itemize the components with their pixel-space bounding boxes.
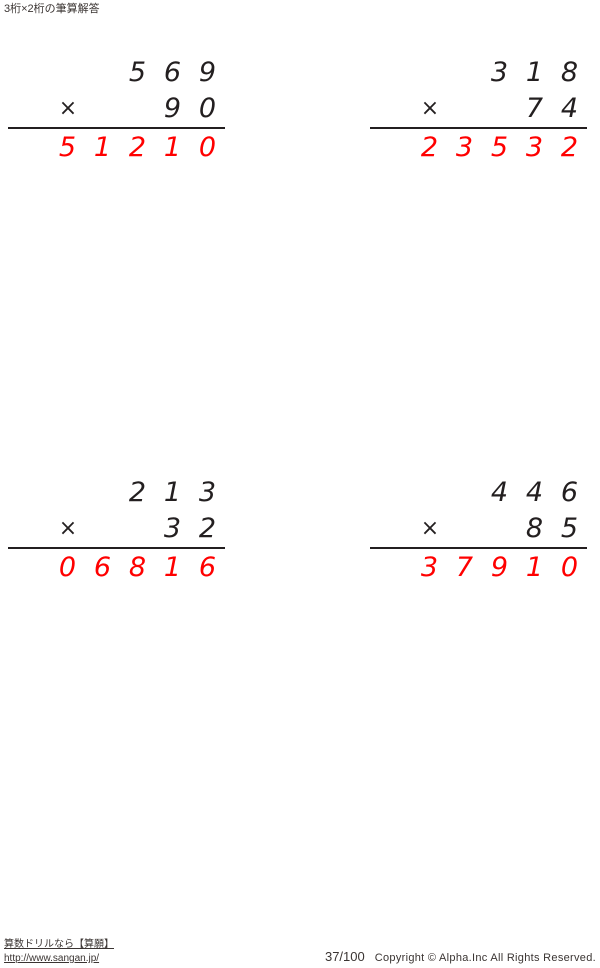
spacer-digit: 0	[447, 475, 482, 511]
multiplicand-row-1: 0 0 5 6 9	[8, 55, 225, 91]
problem-cell-2: 0 0 3 1 8 0 0 0 7 4 × 2 3 5	[300, 55, 600, 170]
multiplier-digit: 8	[525, 513, 544, 544]
answer-digit: 2	[128, 132, 147, 163]
answer-digit: 8	[128, 552, 147, 583]
multiplication-operator-icon: ×	[58, 96, 78, 121]
multiplication-operator-icon: ×	[58, 516, 78, 541]
spacer-digit: 0	[482, 511, 517, 547]
answer-digit: 3	[455, 132, 474, 163]
answer-digit: 7	[455, 552, 474, 583]
answer-row-2: 2 3 5 3 2	[370, 131, 587, 165]
calculation-rule-line	[370, 547, 587, 549]
multiplier-row-2: 0 0 0 7 4	[370, 91, 587, 127]
answer-digit: 0	[198, 132, 217, 163]
answer-digit: 1	[163, 552, 182, 583]
spacer-digit: 0	[85, 511, 120, 547]
answer-row-3: 0 6 8 1 6	[8, 551, 225, 585]
problem-cell-4: 0 0 4 4 6 0 0 0 8 5 × 3 7 9	[300, 475, 600, 590]
multiplier-digit: 5	[560, 513, 579, 544]
answer-row-4: 3 7 9 1 0	[370, 551, 587, 585]
answer-digit: 1	[163, 132, 182, 163]
spacer-digit: 0	[50, 55, 85, 91]
multiplicand-digit: 9	[198, 57, 217, 88]
spacer-digit: 0	[412, 475, 447, 511]
multiplier-digit: 0	[198, 93, 217, 124]
spacer-digit: 0	[85, 55, 120, 91]
spacer-digit: 0	[412, 55, 447, 91]
multiplier-digit: 2	[198, 513, 217, 544]
multiplier-digit: 7	[525, 93, 544, 124]
page-footer: 算数ドリルなら【算願】 http://www.sangan.jp/ 37/100…	[0, 934, 600, 968]
multiplicand-row-2: 0 0 3 1 8	[370, 55, 587, 91]
problem-row: 0 0 5 6 9 0 0 0 9 0 × 5 1 2	[0, 55, 600, 170]
page-title: 3桁×2桁の筆算解答	[4, 3, 100, 15]
answer-digit: 0	[560, 552, 579, 583]
multiplicand-digit: 6	[560, 477, 579, 508]
problem-cell-3: 0 0 2 1 3 0 0 0 3 2 × 0 6 8	[0, 475, 300, 590]
multiplier-row-3: 0 0 0 3 2	[8, 511, 225, 547]
spacer-digit: 0	[50, 475, 85, 511]
multiplier-row-1: 0 0 0 9 0	[8, 91, 225, 127]
row-spacer	[0, 170, 600, 475]
spacer-digit: 0	[447, 511, 482, 547]
answer-digit: 6	[93, 552, 112, 583]
spacer-digit: 0	[58, 552, 77, 583]
spacer-digit: 0	[85, 475, 120, 511]
multiplier-digit: 4	[560, 93, 579, 124]
footer-branding: 算数ドリルなら【算願】 http://www.sangan.jp/	[4, 938, 114, 966]
multiplicand-digit: 3	[490, 57, 509, 88]
copyright-notice: Copyright © Alpha.Inc All Rights Reserve…	[374, 952, 596, 964]
multiplicand-digit: 3	[198, 477, 217, 508]
spacer-digit: 0	[447, 91, 482, 127]
multiplicand-digit: 5	[128, 57, 147, 88]
calculation-rule-line	[8, 547, 225, 549]
spacer-digit: 0	[120, 511, 155, 547]
answer-digit: 9	[490, 552, 509, 583]
multiplicand-digit: 4	[525, 477, 544, 508]
vertical-calculation-4: 0 0 4 4 6 0 0 0 8 5 × 3 7 9	[370, 475, 587, 585]
answer-digit: 1	[525, 552, 544, 583]
multiplicand-digit: 6	[163, 57, 182, 88]
answer-digit: 6	[198, 552, 217, 583]
page-number: 37/100	[324, 949, 365, 964]
answer-digit: 3	[420, 552, 439, 583]
answer-digit: 5	[58, 132, 77, 163]
answer-digit: 1	[93, 132, 112, 163]
site-name-link[interactable]: 算数ドリルなら【算願】	[4, 939, 114, 950]
multiplier-row-4: 0 0 0 8 5	[370, 511, 587, 547]
site-url-link[interactable]: http://www.sangan.jp/	[4, 953, 100, 964]
multiplier-digit: 3	[163, 513, 182, 544]
answer-digit: 2	[560, 132, 579, 163]
multiplicand-digit: 1	[163, 477, 182, 508]
multiplicand-row-4: 0 0 4 4 6	[370, 475, 587, 511]
vertical-calculation-3: 0 0 2 1 3 0 0 0 3 2 × 0 6 8	[8, 475, 225, 585]
calculation-rule-line	[370, 127, 587, 129]
multiplication-operator-icon: ×	[420, 516, 440, 541]
answer-row-1: 5 1 2 1 0	[8, 131, 225, 165]
spacer-digit: 0	[482, 91, 517, 127]
problem-grid: 0 0 5 6 9 0 0 0 9 0 × 5 1 2	[0, 55, 600, 590]
multiplicand-digit: 2	[128, 477, 147, 508]
multiplicand-digit: 4	[490, 477, 509, 508]
footer-meta: 37/100 Copyright © Alpha.Inc All Rights …	[325, 950, 596, 965]
multiplicand-row-3: 0 0 2 1 3	[8, 475, 225, 511]
vertical-calculation-1: 0 0 5 6 9 0 0 0 9 0 × 5 1 2	[8, 55, 225, 165]
spacer-digit: 0	[120, 91, 155, 127]
spacer-digit: 0	[85, 91, 120, 127]
vertical-calculation-2: 0 0 3 1 8 0 0 0 7 4 × 2 3 5	[370, 55, 587, 165]
calculation-rule-line	[8, 127, 225, 129]
problem-cell-1: 0 0 5 6 9 0 0 0 9 0 × 5 1 2	[0, 55, 300, 170]
multiplicand-digit: 8	[560, 57, 579, 88]
problem-row: 0 0 2 1 3 0 0 0 3 2 × 0 6 8	[0, 475, 600, 590]
answer-digit: 2	[420, 132, 439, 163]
multiplier-digit: 9	[163, 93, 182, 124]
multiplication-operator-icon: ×	[420, 96, 440, 121]
multiplicand-digit: 1	[525, 57, 544, 88]
answer-digit: 5	[490, 132, 509, 163]
spacer-digit: 0	[447, 55, 482, 91]
answer-digit: 3	[525, 132, 544, 163]
